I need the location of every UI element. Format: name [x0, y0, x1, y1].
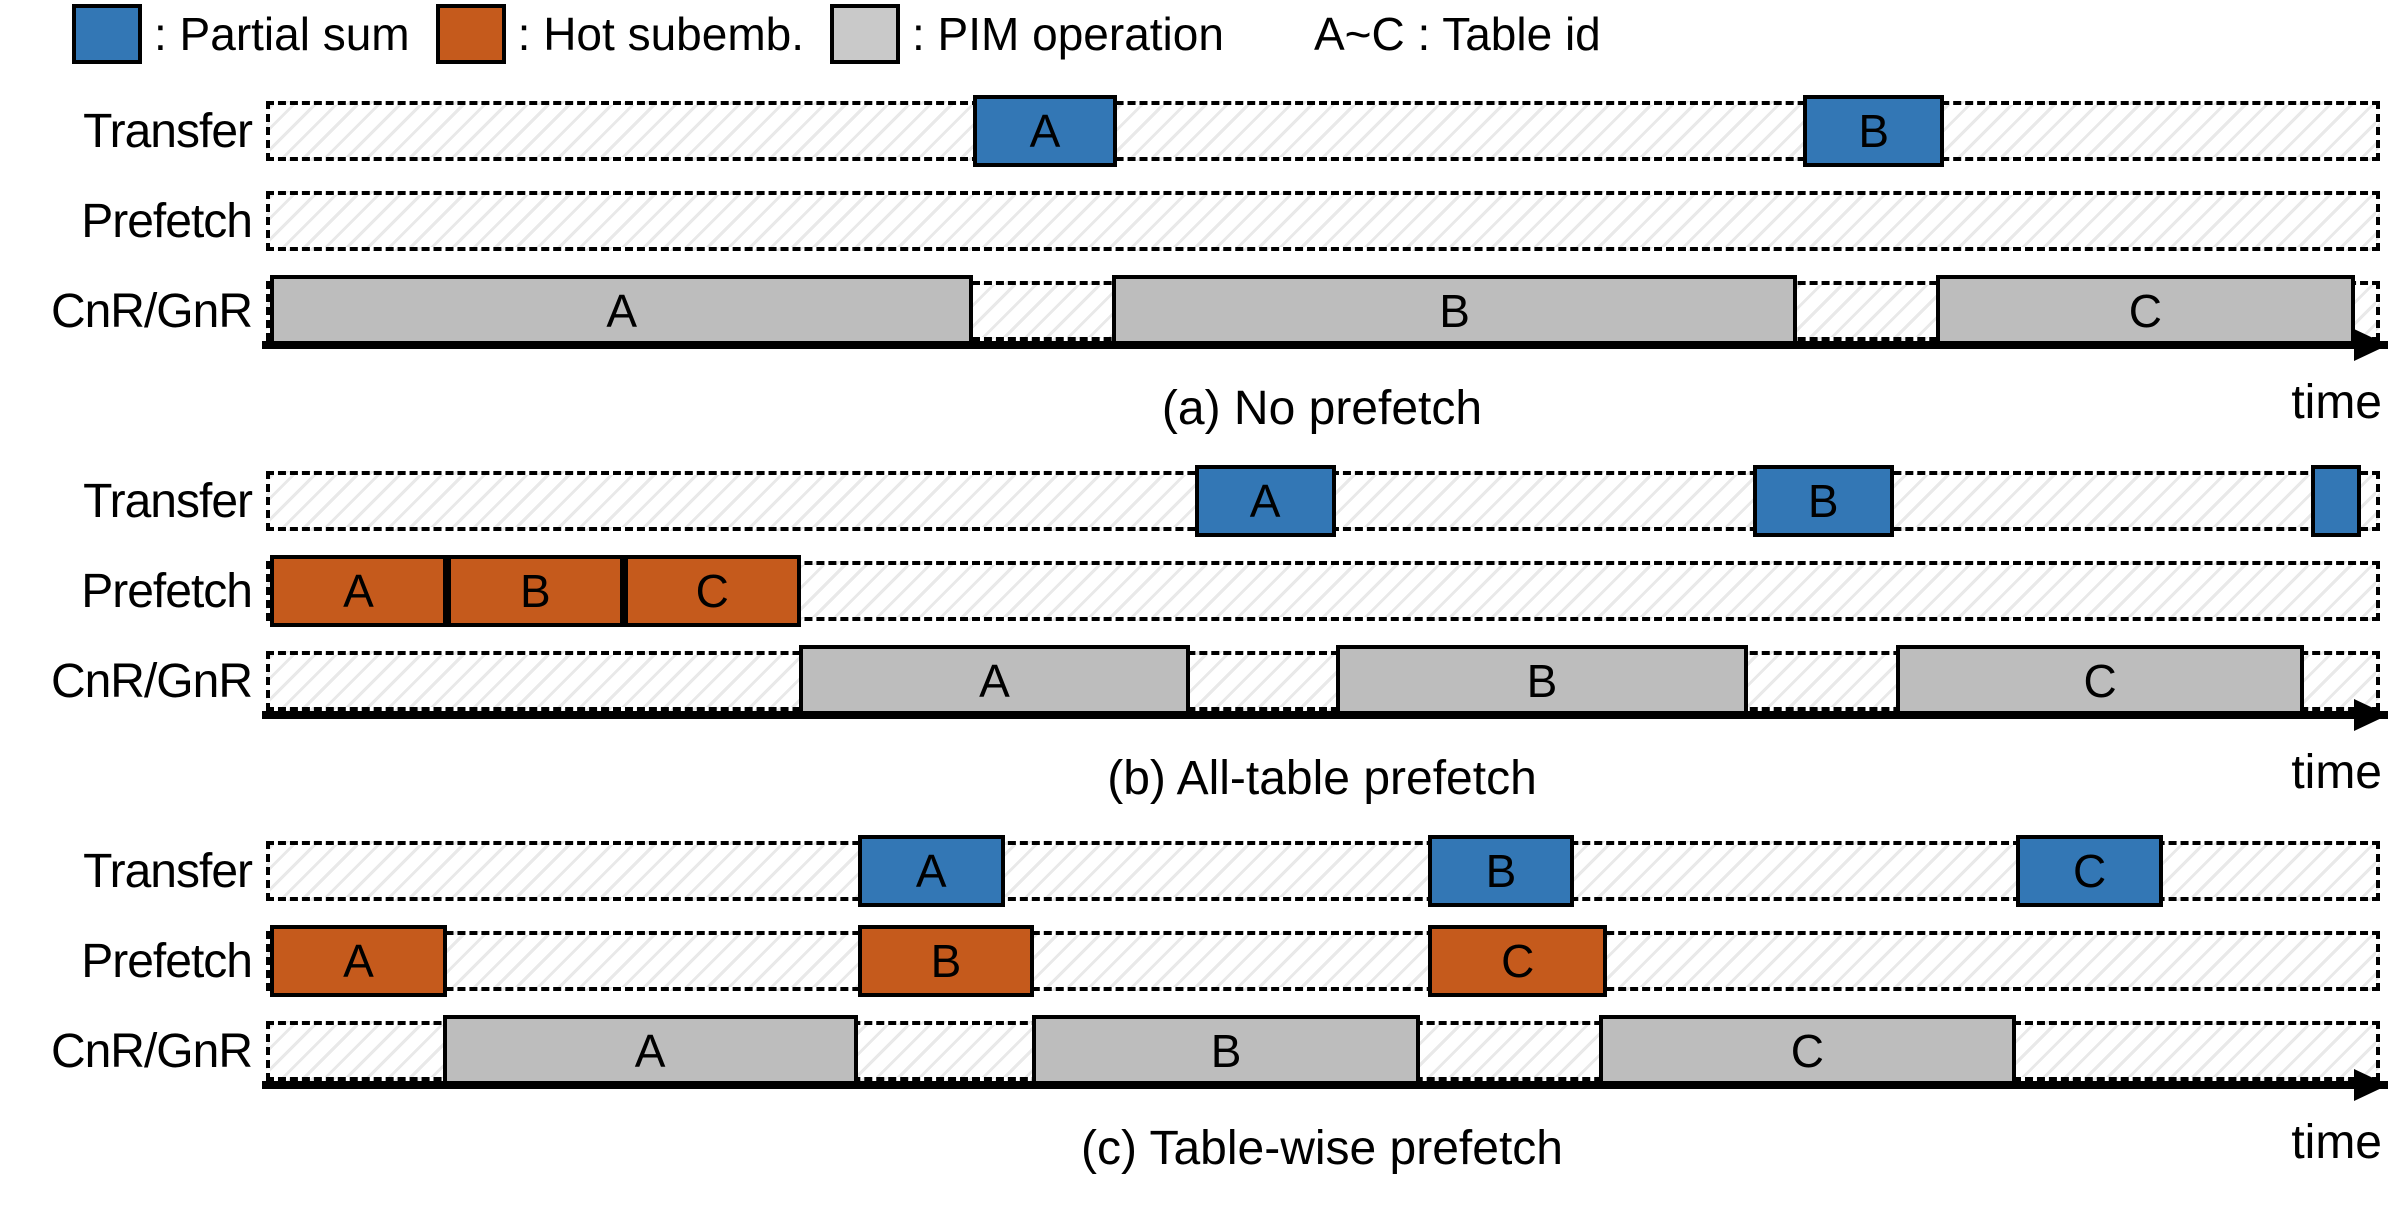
bar-a-cnr-c: C — [1935, 275, 2355, 347]
track-c-prefetch: A B C — [266, 925, 2380, 997]
row-label-b-cnr: CnR/GnR — [50, 655, 253, 708]
track-c-cnr: A B C — [262, 1015, 2388, 1101]
row-label-c-transfer: Transfer — [83, 845, 253, 898]
caption-row-c: (c) Table-wise prefetch time — [0, 1111, 2392, 1175]
row-label-c-prefetch: Prefetch — [81, 935, 253, 988]
bar-a-transfer-b: B — [1803, 95, 1945, 167]
caption-c: (c) Table-wise prefetch — [1081, 1122, 1563, 1175]
legend-label-pim-operation: : PIM operation — [912, 8, 1224, 60]
track-c-transfer: A B C — [266, 835, 2380, 907]
time-axis-b — [262, 711, 2388, 719]
legend-table-id-note: A~C : Table id — [1313, 8, 1601, 60]
bar-c-prefetch-b: B — [857, 925, 1035, 997]
bar-c-transfer-a: A — [857, 835, 1005, 907]
legend-label-hot-subemb: : Hot subemb. — [517, 8, 804, 60]
bar-b-transfer-a: A — [1194, 465, 1336, 537]
caption-row-b: (b) All-table prefetch time — [0, 741, 2392, 805]
row-b-cnr: CnR/GnR A B C — [0, 645, 2392, 731]
bar-b-cnr-b: B — [1335, 645, 1749, 717]
bar-b-prefetch-c: C — [623, 555, 801, 627]
caption-b: (b) All-table prefetch — [1107, 752, 1537, 805]
partial-sum-swatch-icon — [72, 4, 142, 64]
row-c-prefetch: Prefetch A B C — [0, 925, 2392, 997]
track-b-cnr: A B C — [262, 645, 2388, 731]
bar-a-transfer-a: A — [973, 95, 1117, 167]
bar-b-prefetch-b: B — [446, 555, 624, 627]
bar-b-transfer-b: B — [1752, 465, 1894, 537]
row-label-b-prefetch: Prefetch — [81, 565, 253, 618]
caption-row-a: (a) No prefetch time — [0, 371, 2392, 435]
bar-c-transfer-c: C — [2015, 835, 2164, 907]
bar-c-cnr-b: B — [1032, 1015, 1420, 1087]
legend-item-partial-sum: : Partial sum — [72, 4, 410, 64]
row-label-a-prefetch: Prefetch — [81, 195, 253, 248]
hot-subemb-swatch-icon — [435, 4, 506, 64]
track-a-cnr: A B C — [262, 275, 2388, 361]
time-axis-label-c: time — [2291, 1116, 2382, 1169]
row-a-prefetch: Prefetch — [0, 191, 2392, 251]
time-axis-arrow-icon — [2354, 699, 2388, 731]
time-axis-c — [262, 1081, 2388, 1089]
time-axis-label-a: time — [2291, 376, 2382, 429]
bar-c-transfer-b: B — [1428, 835, 1574, 907]
legend-label-partial-sum: : Partial sum — [154, 8, 410, 60]
row-label-b-transfer: Transfer — [83, 475, 253, 528]
bar-a-cnr-a: A — [270, 275, 974, 347]
bar-b-cnr-c: C — [1895, 645, 2305, 717]
legend: : Partial sum : Hot subemb. : PIM operat… — [72, 4, 1601, 64]
bar-b-prefetch-a: A — [270, 555, 447, 627]
row-label-a-transfer: Transfer — [83, 105, 253, 158]
time-axis-a — [262, 341, 2388, 349]
caption-a: (a) No prefetch — [1161, 382, 1483, 435]
legend-item-pim-operation: : PIM operation — [830, 4, 1224, 64]
time-axis-label-b: time — [2291, 746, 2382, 799]
bar-c-cnr-c: C — [1598, 1015, 2016, 1087]
bar-c-cnr-a: A — [442, 1015, 858, 1087]
pim-operation-swatch-icon — [830, 4, 900, 64]
bar-a-cnr-b: B — [1112, 275, 1797, 347]
bar-c-prefetch-a: A — [270, 925, 447, 997]
bar-c-prefetch-c: C — [1428, 925, 1608, 997]
row-c-cnr: CnR/GnR A B C — [0, 1015, 2392, 1101]
row-label-c-cnr: CnR/GnR — [50, 1025, 253, 1078]
time-axis-arrow-icon — [2354, 329, 2388, 361]
row-a-cnr: CnR/GnR A B C — [0, 275, 2392, 361]
legend-item-hot-subemb: : Hot subemb. — [435, 4, 804, 64]
time-axis-arrow-icon — [2354, 1069, 2388, 1101]
row-label-a-cnr: CnR/GnR — [50, 285, 253, 338]
row-c-transfer: Transfer A B C — [0, 835, 2392, 907]
track-a-prefetch — [266, 191, 2380, 251]
bar-b-transfer-clipped — [2310, 465, 2362, 537]
bar-b-cnr-a: A — [798, 645, 1191, 717]
